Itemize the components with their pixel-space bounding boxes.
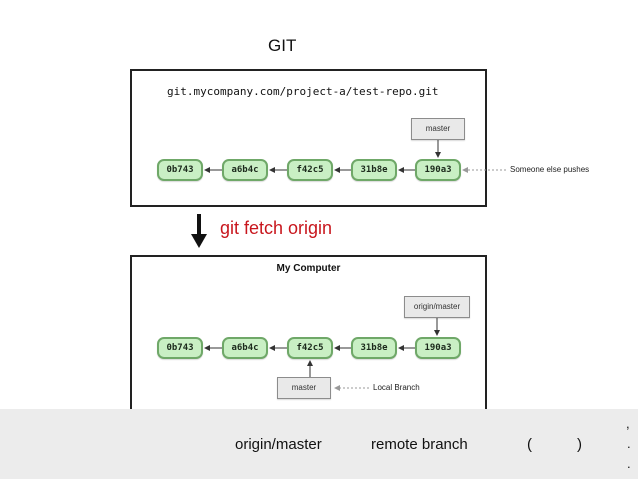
local-commit-190a3: 190a3 [415, 337, 461, 359]
remote-commit-0b743: 0b743 [157, 159, 203, 181]
caption-paren-close: ) [577, 436, 582, 453]
my-computer-heading: My Computer [276, 263, 341, 274]
caption-remote-branch: remote branch [371, 436, 468, 453]
caption-mark-comma: , [626, 416, 630, 431]
local-master-branch: master [277, 377, 331, 399]
origin-master-ref: origin/master [404, 296, 470, 318]
local-commit-0b743: 0b743 [157, 337, 203, 359]
caption-mark-period-2: . [627, 456, 631, 471]
remote-commit-31b8e: 31b8e [351, 159, 397, 181]
fetch-down-arrow-head [191, 234, 207, 248]
someone-else-pushes-note: Someone else pushes [510, 165, 590, 174]
remote-master-branch: master [411, 118, 465, 140]
caption-paren-open: ( [527, 436, 532, 453]
remote-url: git.mycompany.com/project-a/test-repo.gi… [167, 85, 439, 98]
fetch-command-label: git fetch origin [220, 218, 333, 238]
slide-title: GIT [268, 36, 297, 55]
remote-commit-f42c5: f42c5 [287, 159, 333, 181]
local-branch-note: Local Branch [373, 383, 420, 392]
local-commit-31b8e: 31b8e [351, 337, 397, 359]
caption-bar [0, 409, 638, 479]
local-commit-f42c5: f42c5 [287, 337, 333, 359]
caption-mark-period-1: . [627, 436, 631, 451]
remote-commit-190a3: 190a3 [415, 159, 461, 181]
remote-commit-a6b4c: a6b4c [222, 159, 268, 181]
local-commit-a6b4c: a6b4c [222, 337, 268, 359]
caption-origin-master: origin/master [235, 436, 322, 453]
